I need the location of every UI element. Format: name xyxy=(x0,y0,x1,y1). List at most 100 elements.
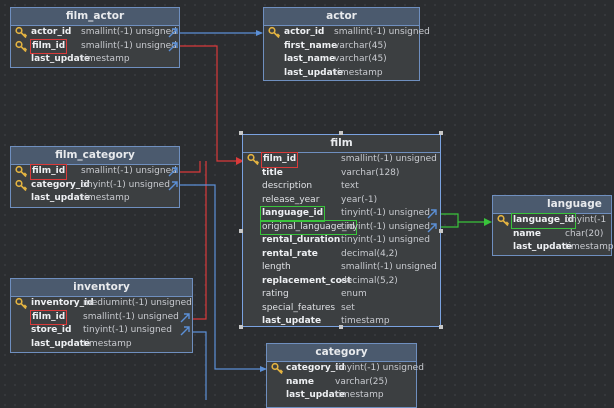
table-title: inventory xyxy=(11,279,192,297)
foreign-key-arrow-icon xyxy=(427,222,437,232)
key-icon xyxy=(268,26,281,39)
resize-handle[interactable] xyxy=(339,131,343,135)
column-type: varchar(128) xyxy=(341,167,400,178)
column-name: last_update xyxy=(286,390,346,400)
column-type: tinyint(-1) unsigned xyxy=(83,325,172,335)
column-type: tinyint(-1) unsigned xyxy=(341,221,430,232)
table-inventory[interactable]: inventory inventory_id mediumint(-1) uns… xyxy=(10,278,193,353)
column-type: smallint(-1) unsigned xyxy=(83,311,179,322)
table-category[interactable]: category category_id tinyint(-1) unsigne… xyxy=(266,343,424,408)
table-language[interactable]: language language_id tinyint(-1 name char… xyxy=(492,195,614,256)
column-row[interactable]: film_id smallint(-1) unsigned xyxy=(11,164,179,180)
table-title: film_category xyxy=(11,147,179,165)
column-name: rental_duration xyxy=(262,235,341,245)
column-row[interactable]: actor_id smallint(-1) unsigned xyxy=(264,26,430,40)
table-film-category[interactable]: film_category film_id smallint(-1) unsig… xyxy=(10,146,180,208)
table-film[interactable]: film film_id smallint(-1) unsigned title… xyxy=(242,134,441,327)
resize-handle[interactable] xyxy=(439,325,443,329)
column-type: smallint(-1) unsigned xyxy=(81,40,177,51)
column-row[interactable]: name varchar(25) xyxy=(267,376,416,390)
table-actor[interactable]: actor actor_id smallint(-1) unsigned fir… xyxy=(263,7,430,81)
resize-handle[interactable] xyxy=(239,229,243,233)
column-type: tinyint(-1) unsigned xyxy=(341,208,430,218)
table-title: film xyxy=(243,135,440,153)
column-row[interactable]: film_id smallint(-1) unsigned xyxy=(243,152,440,168)
table-title: category xyxy=(267,344,416,362)
column-type: timestamp xyxy=(81,54,130,64)
column-row[interactable]: inventory_id mediumint(-1) unsigned xyxy=(11,297,192,311)
resize-handle[interactable] xyxy=(239,131,243,135)
fk-arrowhead-film xyxy=(236,157,244,165)
column-type: tinyint(-1) unsigned xyxy=(81,179,170,190)
column-row[interactable]: language_id tinyint(-1) unsigned xyxy=(243,206,440,222)
column-name: last_update xyxy=(284,67,344,78)
column-row[interactable]: category_id tinyint(-1) unsigned xyxy=(11,179,179,193)
key-icon xyxy=(15,297,28,310)
column-name: language_id xyxy=(259,206,326,222)
column-row[interactable]: store_id tinyint(-1) unsigned xyxy=(11,324,192,338)
column-row[interactable]: actor_id smallint(-1) unsigned xyxy=(11,26,179,40)
column-row[interactable]: film_id smallint(-1) unsigned xyxy=(11,309,192,325)
column-type: char(20) xyxy=(565,228,604,239)
column-type: timestamp xyxy=(335,390,384,400)
column-type: varchar(25) xyxy=(335,376,388,387)
column-type: smallint(-1) unsigned xyxy=(341,154,437,164)
table-film-actor[interactable]: film_actor actor_id smallint(-1) unsigne… xyxy=(10,7,180,68)
foreign-key-arrow-icon xyxy=(180,326,190,336)
fk-line-film-category-to-category xyxy=(180,184,266,370)
column-type: tinyint(-1 xyxy=(565,215,607,225)
fk-line-film-orig-lang-to-language xyxy=(441,222,459,228)
column-type: set xyxy=(341,302,355,313)
column-row[interactable]: last_update timestamp xyxy=(264,67,419,81)
resize-handle[interactable] xyxy=(239,325,243,329)
column-name: last_update xyxy=(31,54,91,64)
column-row[interactable]: category_id tinyint(-1) unsigned xyxy=(267,362,424,376)
fk-line-inventory-to-film xyxy=(193,161,207,320)
column-name: name xyxy=(286,376,314,387)
column-row[interactable]: original_language_id tinyint(-1) unsigne… xyxy=(243,219,440,235)
column-row[interactable]: last_update timestamp xyxy=(11,53,179,67)
column-name: film_id xyxy=(29,38,68,54)
column-name: name xyxy=(513,228,541,239)
key-icon xyxy=(15,26,28,39)
table-title: film_actor xyxy=(11,8,179,26)
column-type: tinyint(-1) unsigned xyxy=(341,235,430,245)
resize-handle[interactable] xyxy=(339,325,343,329)
column-name: film_id xyxy=(29,164,68,180)
fk-line-film-actor-to-film xyxy=(180,45,244,162)
key-icon xyxy=(15,179,28,191)
key-icon xyxy=(15,40,28,52)
column-row[interactable]: last_update timestamp xyxy=(11,192,179,206)
column-name: last_update xyxy=(513,242,573,252)
foreign-key-arrow-icon xyxy=(168,41,178,51)
column-type: timestamp xyxy=(341,316,390,326)
column-name: category_id xyxy=(286,363,345,373)
relationship-lines xyxy=(180,30,492,400)
resize-handle[interactable] xyxy=(439,229,443,233)
foreign-key-arrow-icon xyxy=(427,209,437,219)
column-type: decimal(5,2) xyxy=(341,275,398,286)
column-name: film_id xyxy=(260,152,299,168)
resize-handle[interactable] xyxy=(439,131,443,135)
column-row[interactable]: language_id tinyint(-1 xyxy=(493,213,611,229)
column-name: original_language_id xyxy=(260,219,357,235)
column-row[interactable]: name char(20) xyxy=(493,228,611,242)
fk-line-film-category-to-film xyxy=(180,161,201,173)
column-row[interactable]: film_id smallint(-1) unsigned xyxy=(11,38,179,54)
column-row[interactable]: last_name varchar(45) xyxy=(264,53,419,67)
column-row[interactable]: first_name varchar(45) xyxy=(264,40,419,54)
table-title: language xyxy=(493,196,611,214)
